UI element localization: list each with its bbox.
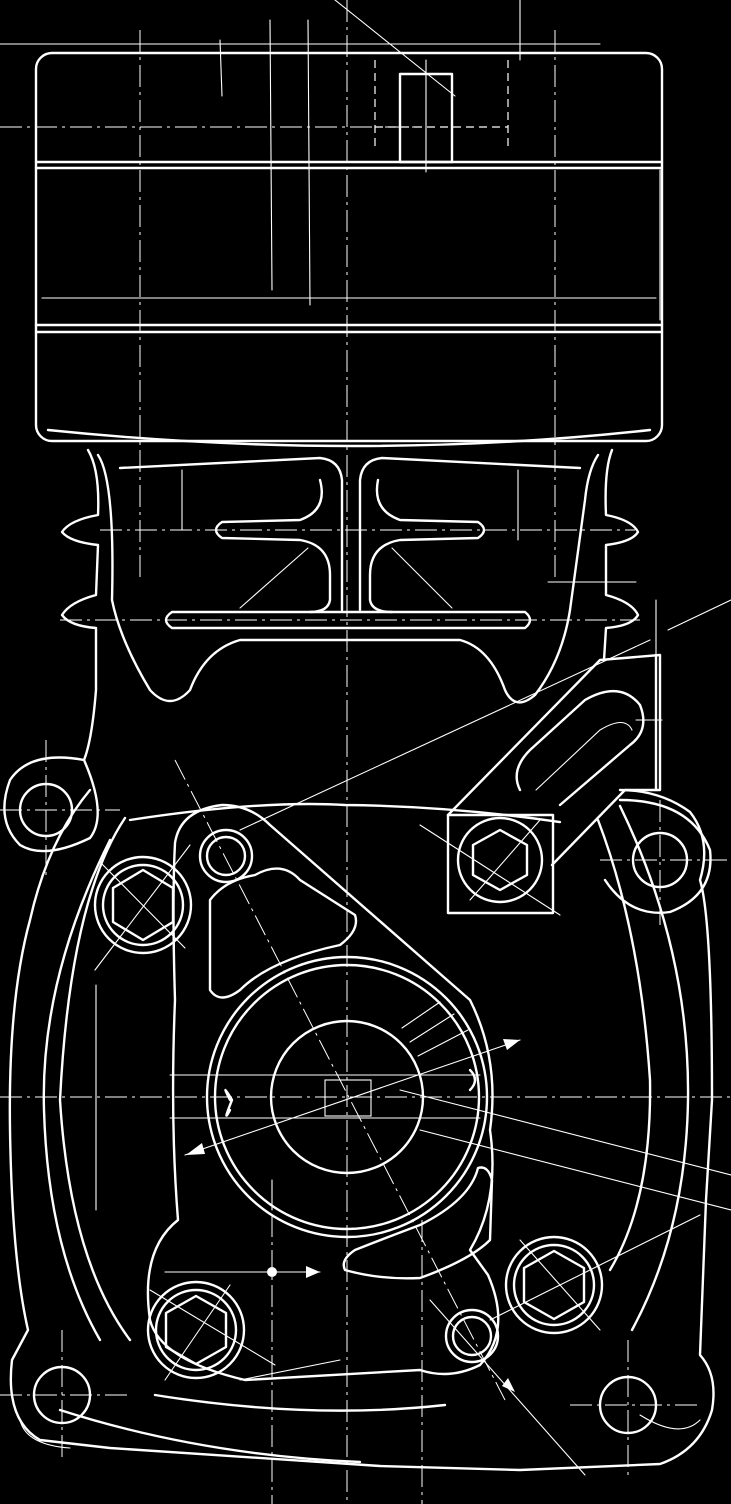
mounting-lug-lower-right bbox=[598, 1375, 658, 1435]
bolt-top-left bbox=[93, 844, 193, 971]
mounting-lug-lower-left bbox=[32, 1365, 92, 1425]
cylinder-neck bbox=[46, 428, 652, 762]
mounting-lug-upper-right bbox=[603, 798, 712, 914]
bolt-bottom-left bbox=[146, 1280, 276, 1381]
port-fitting bbox=[374, 59, 509, 173]
crankcase-body bbox=[8, 788, 715, 1472]
mounting-lug-upper-left bbox=[3, 756, 99, 853]
bolt-top-right bbox=[419, 813, 561, 916]
bore-circles bbox=[169, 955, 489, 1239]
pipe-channel bbox=[446, 599, 663, 867]
flange-plate bbox=[146, 803, 500, 1382]
bolt-bottom-right bbox=[489, 1214, 701, 1335]
dowel-holes bbox=[198, 828, 500, 1364]
leader-lines bbox=[95, 599, 731, 1476]
compressor-head bbox=[0, 0, 664, 443]
